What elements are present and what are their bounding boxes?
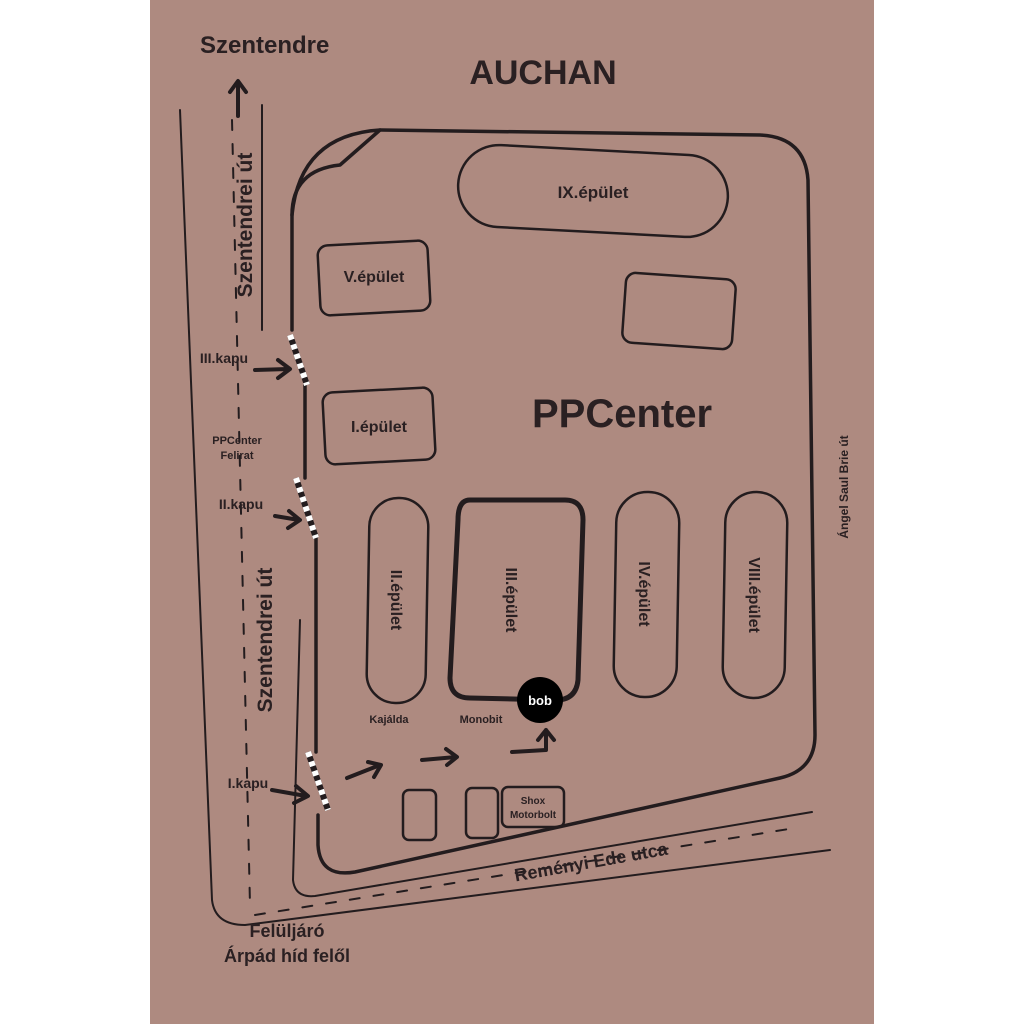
small-building-1[interactable]	[401, 788, 438, 842]
road-label-angel-saul-brie: Ángel Saul Brie út	[836, 435, 851, 538]
bob-location-badge[interactable]: bob	[517, 677, 563, 723]
compound-corner	[290, 128, 382, 217]
building-4[interactable]: IV.épület	[612, 490, 681, 699]
arrow-up-icon	[228, 79, 248, 118]
kajalda-label: Kajálda	[369, 714, 409, 726]
szentendre-label: Szentendre	[200, 32, 329, 59]
direction-arrows	[228, 79, 556, 805]
shox-label-1: Shox	[521, 796, 546, 807]
road-outer-edge	[179, 109, 831, 926]
building-2-label: II.épület	[387, 570, 404, 631]
gate-3-label: III.kapu	[200, 350, 248, 366]
building-9-label: IX.épület	[558, 183, 629, 202]
map-background	[150, 0, 874, 1024]
road-label-szentendrei-upper: Szentendrei út	[234, 153, 257, 298]
gate-2-label: II.kapu	[219, 496, 263, 512]
small-building-2[interactable]	[464, 786, 500, 840]
building-4-label: IV.épület	[635, 561, 652, 627]
sign-label-2: Felirat	[220, 450, 253, 462]
sign-label-1: PPCenter	[212, 435, 262, 447]
building-8-label: VIII.épület	[745, 557, 762, 633]
building-1-label: I.épület	[351, 419, 408, 436]
overpass-label-2: Árpád híd felől	[224, 945, 350, 966]
arrow-icon	[345, 760, 383, 780]
shox-motorbolt[interactable]: Shox Motorbolt	[500, 785, 566, 829]
building-2[interactable]: II.épület	[365, 496, 430, 705]
building-1[interactable]: I.épület	[321, 386, 437, 466]
building-5-label: V.épület	[344, 269, 405, 286]
road-centerline	[231, 119, 796, 916]
road-inner-edge	[261, 104, 813, 898]
auchan-label: AUCHAN	[469, 54, 616, 92]
arrow-icon	[273, 509, 302, 530]
ppcenter-title: PPCenter	[532, 392, 712, 436]
building-5[interactable]: V.épület	[316, 239, 432, 317]
monobit-label: Monobit	[460, 714, 503, 726]
shox-label-2: Motorbolt	[510, 810, 557, 821]
arrow-icon	[270, 784, 310, 805]
arrow-icon	[420, 747, 459, 767]
arrow-icon	[253, 358, 292, 380]
overpass-label-1: Felüljáró	[249, 921, 324, 941]
ppcenter-compound-outline	[290, 128, 817, 875]
bob-label: bob	[528, 693, 552, 708]
building-3-label: III.épület	[502, 568, 519, 634]
road-label-szentendrei-lower: Szentendrei út	[254, 568, 277, 713]
building-unnamed[interactable]	[621, 271, 737, 351]
building-8[interactable]: VIII.épület	[721, 490, 789, 700]
building-9[interactable]: IX.épület	[456, 143, 730, 239]
gate-markers	[287, 334, 331, 811]
gate-1-label: I.kapu	[228, 775, 268, 791]
arrow-icon	[510, 728, 556, 754]
